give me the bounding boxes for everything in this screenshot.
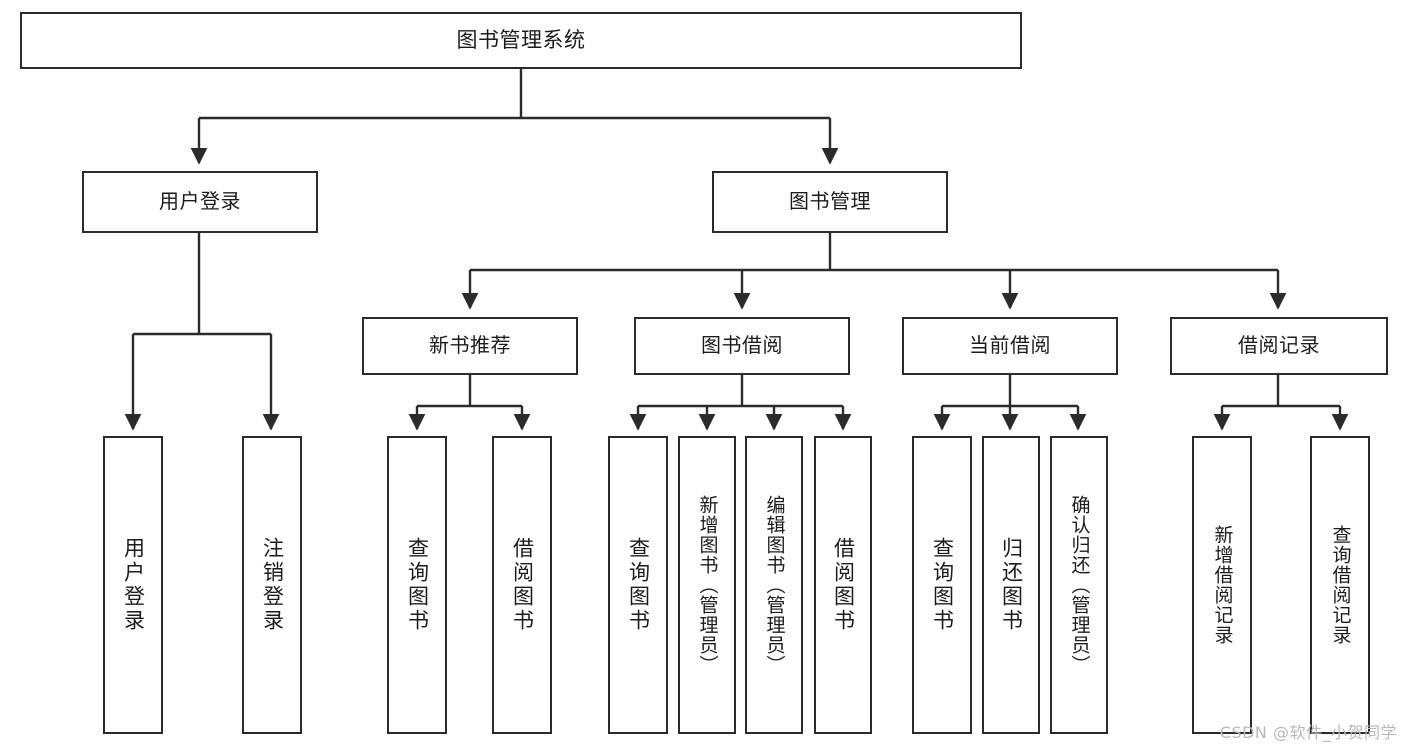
node-leaf-logout[interactable]: 注销登录 xyxy=(242,436,302,734)
node-label: 查询图书 xyxy=(930,537,955,633)
node-book-borrow[interactable]: 图书借阅 xyxy=(634,317,850,375)
node-leaf-borrow-book[interactable]: 借阅图书 xyxy=(814,436,872,734)
node-book-management[interactable]: 图书管理 xyxy=(712,171,948,233)
node-user-login[interactable]: 用户登录 xyxy=(82,171,318,233)
node-new-book-recommendation[interactable]: 新书推荐 xyxy=(362,317,578,375)
node-label: 图书借阅 xyxy=(701,333,783,358)
node-label: 新书推荐 xyxy=(429,333,511,358)
node-label: 图书管理系统 xyxy=(456,28,586,53)
node-root-book-management-system[interactable]: 图书管理系统 xyxy=(20,12,1022,69)
node-label: 借阅图书 xyxy=(831,537,856,633)
node-label: 新增借阅记录 xyxy=(1211,525,1234,645)
node-label: 新增图书（管理员） xyxy=(696,495,719,675)
node-leaf-user-login[interactable]: 用户登录 xyxy=(103,436,163,734)
watermark: CSDN @软件_小贺同学 xyxy=(1219,723,1397,742)
node-label: 归还图书 xyxy=(999,537,1024,633)
node-label: 借阅记录 xyxy=(1238,333,1320,358)
node-leaf-edit-book-admin[interactable]: 编辑图书（管理员） xyxy=(745,436,803,734)
node-label: 图书管理 xyxy=(789,189,871,214)
node-current-borrow[interactable]: 当前借阅 xyxy=(902,317,1118,375)
node-leaf-query-book-newbook[interactable]: 查询图书 xyxy=(387,436,447,734)
node-label: 当前借阅 xyxy=(969,333,1051,358)
node-borrow-record[interactable]: 借阅记录 xyxy=(1170,317,1388,375)
node-label: 查询图书 xyxy=(626,537,651,633)
node-label: 借阅图书 xyxy=(510,537,535,633)
node-leaf-query-book-borrow[interactable]: 查询图书 xyxy=(608,436,668,734)
node-label: 查询图书 xyxy=(405,537,430,633)
node-leaf-borrow-book-newbook[interactable]: 借阅图书 xyxy=(492,436,552,734)
node-leaf-add-book-admin[interactable]: 新增图书（管理员） xyxy=(678,436,736,734)
node-leaf-query-book-current[interactable]: 查询图书 xyxy=(912,436,972,734)
node-leaf-add-borrow-record[interactable]: 新增借阅记录 xyxy=(1192,436,1252,734)
node-label: 用户登录 xyxy=(159,189,241,214)
node-label: 用户登录 xyxy=(121,537,146,633)
node-leaf-confirm-return-admin[interactable]: 确认归还（管理员） xyxy=(1050,436,1108,734)
node-label: 注销登录 xyxy=(260,537,285,633)
node-leaf-query-borrow-record[interactable]: 查询借阅记录 xyxy=(1310,436,1370,734)
node-label: 查询借阅记录 xyxy=(1329,525,1352,645)
node-label: 确认归还（管理员） xyxy=(1068,495,1091,675)
node-leaf-return-book[interactable]: 归还图书 xyxy=(982,436,1040,734)
node-label: 编辑图书（管理员） xyxy=(763,495,786,675)
